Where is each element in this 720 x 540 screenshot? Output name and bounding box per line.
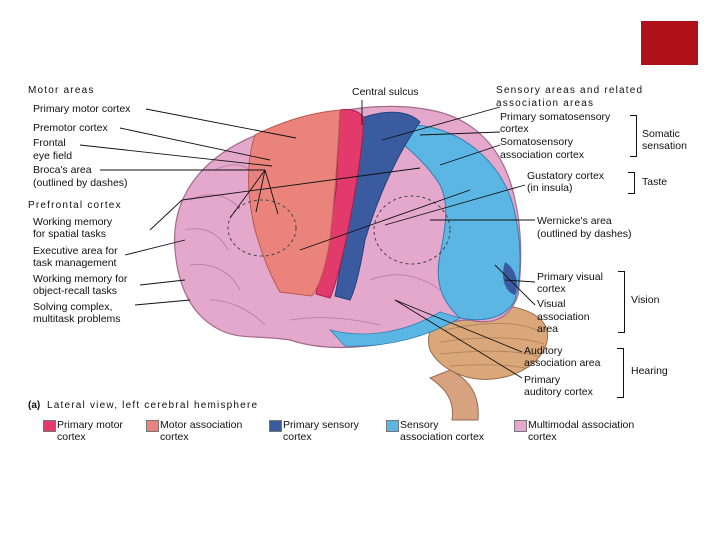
sensory-association-region [397,124,521,321]
corner-accent-box [641,21,698,65]
label-premotor-cortex: Premotor cortex [33,122,108,134]
sensory-areas-heading-line1: Sensory areas and related [496,85,644,96]
legend-swatch [269,420,282,432]
label-somatosensory-assoc-2: association cortex [500,149,585,161]
bracket-taste [628,172,635,194]
label-auditory-assoc-2: association area [524,357,601,369]
label-wernicke-2: (outlined by dashes) [537,228,632,240]
brainstem [428,369,479,421]
label-primary-motor-cortex: Primary motor cortex [33,103,131,115]
label-solving-2: multitask problems [33,313,121,325]
motor-areas-heading: Motor areas [28,85,95,96]
legend-label-line1: Motor association [160,419,243,431]
label-frontal-eye-1: Frontal [33,137,66,149]
legend-label-line1: Multimodal association [528,419,635,431]
label-solving-1: Solving complex, [33,301,113,313]
legend-label-line2: cortex [283,431,312,443]
label-visual-assoc-2: association [537,311,590,323]
gyri-texture [184,164,441,326]
label-somatic-1: Somatic [642,128,680,140]
central-sulcus-label: Central sulcus [352,86,419,98]
label-executive-2: task management [33,257,117,269]
leader-lines [79,100,536,379]
sensory-areas-heading-line2: association areas [496,98,595,109]
label-visual-assoc-3: area [537,323,559,335]
legend-swatch [146,420,159,432]
legend-label-line1: Primary motor [57,419,123,431]
label-somatic-2: sensation [642,140,687,152]
label-taste: Taste [642,176,668,188]
label-wm-object-2: object-recall tasks [33,285,118,297]
label-somatosensory-assoc-1: Somatosensory [500,136,573,148]
legend-label-line2: cortex [57,431,86,443]
label-primary-somatosensory-2: cortex [500,123,529,135]
prefrontal-heading: Prefrontal cortex [28,200,122,211]
label-visual-assoc-1: Visual [537,298,566,310]
legend-label-line1: Sensory [400,419,439,431]
label-auditory-assoc-1: Auditory [524,345,563,357]
label-vision: Vision [631,294,660,306]
label-primary-somatosensory-1: Primary somatosensory [500,111,611,123]
label-executive-1: Executive area for [33,245,118,257]
view-tag: (a) [28,400,41,411]
legend-label-line2: cortex [160,431,189,443]
legend-swatch [43,420,56,432]
bracket-vision [618,271,625,333]
cerebellum-folds [439,323,545,369]
legend-label-line1: Primary sensory [283,419,359,431]
label-primary-auditory-1: Primary [524,374,561,386]
label-broca-1: Broca's area [33,164,92,176]
label-broca-2: (outlined by dashes) [33,177,128,189]
label-wernicke-1: Wernicke's area [537,215,612,227]
label-gustatory-1: Gustatory cortex [527,170,605,182]
label-hearing: Hearing [631,365,668,377]
bracket-hearing [617,348,624,398]
label-primary-visual-1: Primary visual [537,271,603,283]
broca-area-outline [227,199,297,257]
label-wm-spatial-1: Working memory [33,216,113,228]
wernicke-area-outline [373,195,451,265]
view-caption: Lateral view, left cerebral hemisphere [47,400,259,411]
label-gustatory-2: (in insula) [527,182,573,194]
primary-visual-region [503,262,517,295]
label-primary-auditory-2: auditory cortex [524,386,593,398]
label-wm-spatial-2: for spatial tasks [33,228,106,240]
label-frontal-eye-2: eye field [33,150,73,162]
label-primary-visual-2: cortex [537,283,566,295]
temporal-sensory-band [328,311,462,347]
legend-swatch [386,420,399,432]
label-wm-object-1: Working memory for [33,273,128,285]
legend-label-line2: cortex [528,431,557,443]
legend-label-line2: association cortex [400,431,485,443]
motor-association-region [248,109,341,297]
legend-swatch [514,420,527,432]
bracket-somatic [630,115,637,157]
